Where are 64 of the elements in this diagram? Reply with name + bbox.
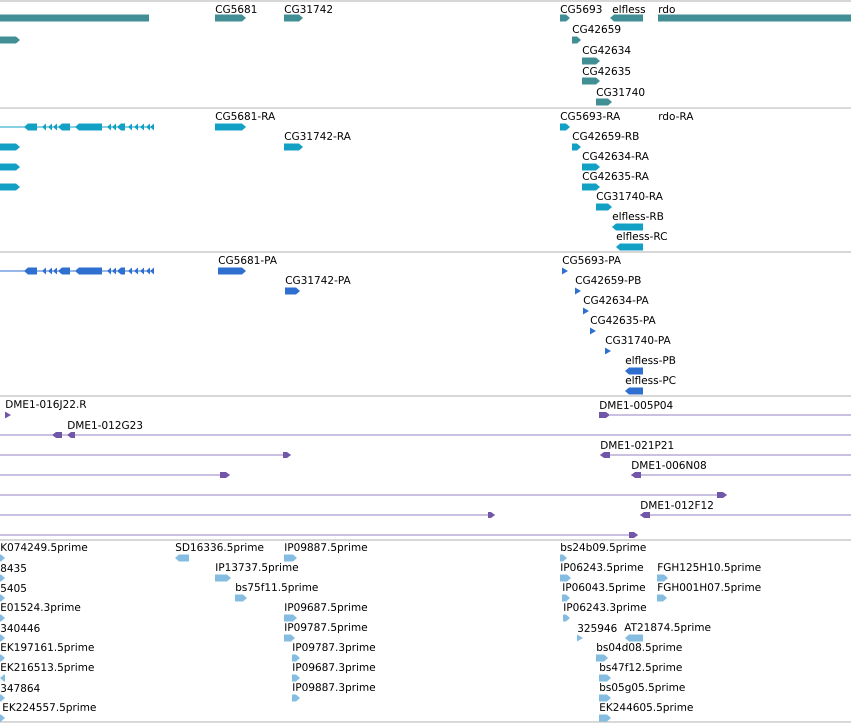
feature-label: CG42635-PA — [590, 316, 656, 324]
feature-label: CG31742-PA — [286, 276, 351, 284]
feature-label: CG42634 — [582, 46, 630, 54]
feature-label: CG5693 — [560, 5, 602, 13]
feature-label: IP09687.5prime — [285, 602, 368, 614]
feature-label: CG5681-PA — [218, 256, 277, 264]
feature-label: 340446 — [1, 624, 40, 632]
feature-label: K074249.5prime — [1, 542, 88, 554]
feature-label: FGH001H07.5prime — [658, 582, 761, 594]
feature-label: CG31740-RA — [596, 192, 663, 200]
feature-label: elfless-RC — [616, 232, 667, 240]
feature-label: IP06243.3prime — [564, 602, 646, 614]
feature-label: 347864 — [1, 684, 40, 692]
feature-label: DME1-012F12 — [641, 501, 713, 509]
feature-label: CG31742-RA — [284, 132, 351, 140]
feature-label: IP06243.5prime — [561, 562, 644, 574]
feature-label: DME1-006N08 — [632, 461, 706, 469]
feature-label: elfless — [612, 4, 646, 14]
feature-label: CG42635 — [582, 67, 630, 75]
feature-label: elfless-PB — [626, 356, 676, 364]
feature-label: CG42634-PA — [584, 296, 649, 304]
feature-label: CG42659-PB — [576, 276, 641, 284]
feature-label: CG42659-RB — [572, 132, 639, 140]
feature-label: rdo-RA — [659, 112, 694, 120]
feature-label: EK224557.5prime — [3, 702, 96, 714]
feature-label: IP09787.3prime — [293, 642, 376, 654]
feature-label: elfless-RB — [612, 212, 664, 220]
feature-label: CG31740-PA — [606, 336, 671, 344]
feature-label: EK216513.5prime — [1, 662, 94, 674]
feature-label: bs75f11.5prime — [236, 582, 318, 594]
feature-label: rdo — [659, 4, 675, 14]
feature-label: FGH125H10.5prime — [658, 562, 761, 574]
feature-label: DME1-005P04 — [600, 401, 673, 409]
feature-label: CG42635-RA — [582, 172, 649, 180]
feature-label: E01524.3prime — [1, 602, 80, 614]
feature-label: IP09687.3prime — [293, 662, 376, 674]
feature-label: CG42634-RA — [582, 152, 649, 160]
feature-label: AT21874.5prime — [624, 622, 710, 634]
feature-label: CG5681-RA — [216, 112, 276, 120]
feature-label: IP06043.5prime — [563, 582, 646, 594]
feature-label: DME1-021P21 — [601, 441, 674, 449]
feature-label: IP09887.3prime — [293, 682, 376, 694]
feature-label: SD16336.5prime — [176, 542, 264, 554]
feature-label: DME1-012G23 — [68, 421, 142, 429]
feature-label: CG42659 — [572, 25, 620, 33]
feature-label: bs04d08.5prime — [597, 642, 682, 654]
feature-label: EK197161.5prime — [1, 642, 94, 654]
feature-label: 325946 — [578, 624, 617, 632]
feature-label: elfless-PC — [626, 376, 676, 384]
feature-label: CG5681 — [216, 5, 256, 13]
feature-label: IP09787.5prime — [285, 622, 368, 634]
feature-label: 5405 — [1, 584, 26, 592]
feature-label: EK244605.5prime — [600, 702, 693, 714]
feature-label: IP13737.5prime — [216, 562, 298, 574]
feature-label: 8435 — [0, 564, 26, 572]
feature-label: DME1-016J22.R — [6, 400, 86, 410]
feature-label: bs24b09.5prime — [561, 542, 646, 554]
feature-label: IP09887.5prime — [285, 542, 368, 554]
feature-label: bs47f12.5prime — [600, 662, 682, 674]
feature-label: CG5693-PA — [562, 256, 621, 264]
feature-label: CG31740 — [596, 88, 644, 96]
feature-label: CG31742 — [284, 5, 332, 13]
feature-label: CG5693-RA — [560, 112, 620, 120]
feature-label: bs05g05.5prime — [600, 682, 685, 694]
